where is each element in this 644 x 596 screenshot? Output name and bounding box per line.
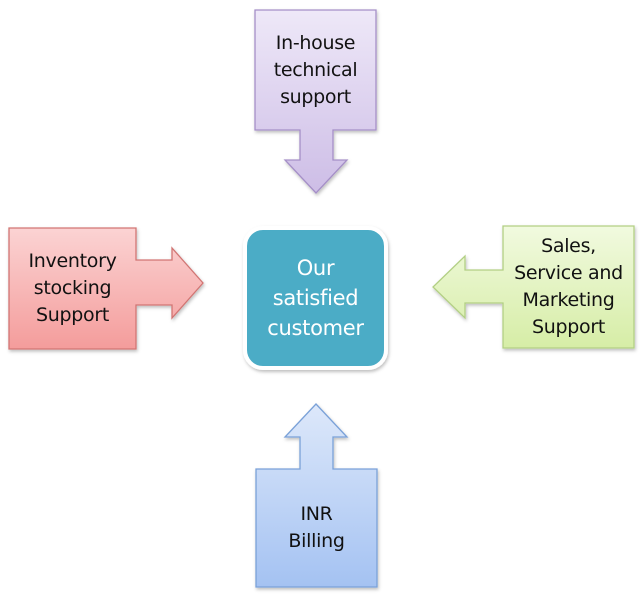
top-node-label: In-house technical support: [255, 14, 376, 126]
center-label-line: satisfied: [272, 286, 359, 310]
top-label-line: support: [280, 85, 351, 108]
right-label-line: Marketing: [522, 289, 615, 311]
center-node-label: Our satisfied customer: [245, 228, 386, 368]
center-node-shape: [243, 226, 388, 370]
right-callout-shape: [432, 225, 635, 349]
center-label-line: customer: [267, 316, 364, 340]
bottom-callout-shape: [255, 403, 378, 588]
bottom-node-label: INR Billing: [256, 473, 377, 583]
right-node-label: Sales, Service and Marketing Support: [503, 230, 634, 344]
left-node-label: Inventory stocking Support: [9, 232, 136, 345]
bottom-label-line: Billing: [288, 530, 345, 552]
right-label-line: Service and: [514, 262, 623, 284]
left-callout-shape: [8, 227, 204, 350]
bottom-label-line: INR: [300, 503, 333, 525]
center-label-line: Our: [296, 256, 335, 280]
left-label-line: stocking: [33, 277, 112, 299]
right-label-line: Support: [531, 316, 605, 338]
top-callout-shape: [254, 9, 377, 194]
top-label-line: technical: [273, 58, 358, 81]
left-label-line: Inventory: [28, 250, 117, 272]
right-label-line: Sales,: [541, 235, 596, 257]
top-label-line: In-house: [275, 31, 356, 54]
left-label-line: Support: [35, 304, 109, 326]
